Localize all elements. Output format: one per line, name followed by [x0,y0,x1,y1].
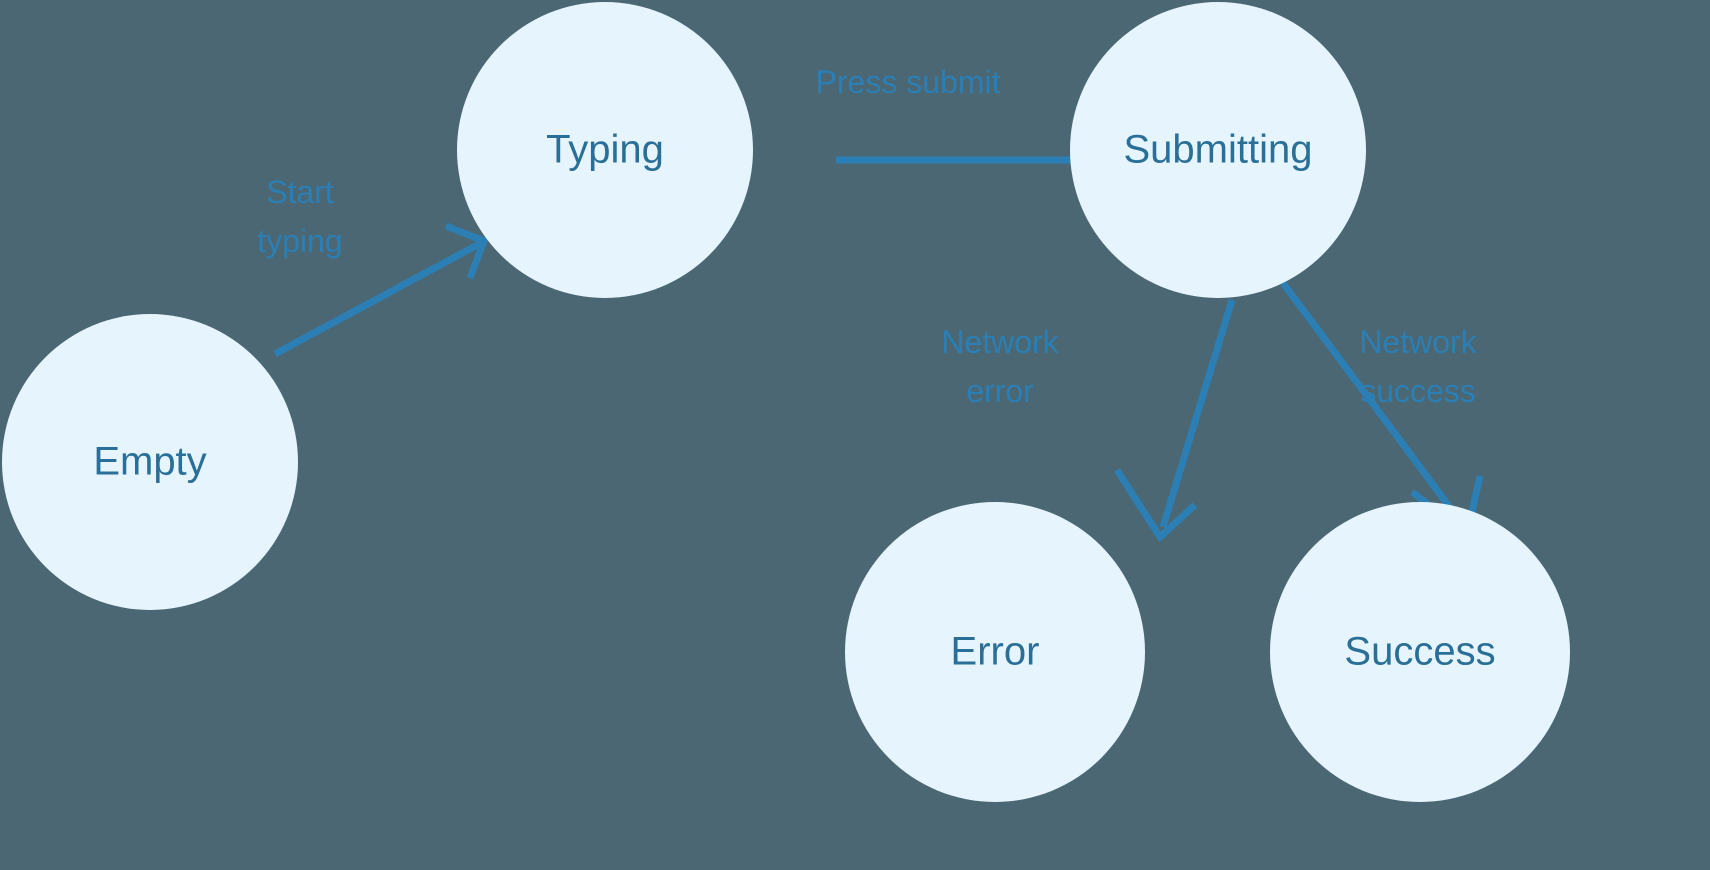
edge-submitting-to-success-line [1280,280,1466,528]
state-node-error-circle[interactable] [845,502,1145,802]
edge-submitting-to-error-line [1159,298,1236,529]
edge-label-start-typing-line-1: Start [266,174,334,210]
edge-submitting-to-error [1114,298,1236,543]
state-node-success-label: Success [1344,630,1495,674]
state-node-typing-circle[interactable] [457,2,753,298]
state-node-success-circle[interactable] [1270,502,1570,802]
state-node-typing-label: Typing [546,128,664,172]
edge-label-press-submit-line-1: Press submit [816,64,1001,100]
edge-label-network-error-line-1: Network [941,324,1059,360]
state-node-empty[interactable]: Empty [2,314,298,610]
edge-label-network-success-line-2: success [1360,373,1476,409]
state-node-error-label: Error [951,630,1040,674]
edge-empty-to-typing [273,222,489,358]
edge-empty-to-typing-arrowhead [444,222,489,280]
edge-submitting-to-error-arrowhead [1114,468,1198,543]
edge-label-start-typing: Start typing [257,174,342,259]
edge-label-press-submit: Press submit [816,64,1001,100]
edge-label-network-success-line-1: Network [1359,324,1477,360]
state-node-typing[interactable]: Typing [457,2,753,298]
state-node-submitting-circle[interactable] [1070,2,1366,298]
edge-label-network-success: Network success [1359,324,1477,409]
edge-empty-to-typing-line [273,239,483,358]
edge-label-network-error: Network error [941,324,1059,409]
state-node-submitting[interactable]: Submitting [1070,2,1366,298]
state-node-success[interactable]: Success [1270,502,1570,802]
edge-label-network-error-line-2: error [966,373,1034,409]
state-node-empty-label: Empty [93,440,206,484]
state-node-empty-circle[interactable] [2,314,298,610]
edge-label-start-typing-line-2: typing [257,223,342,259]
state-node-error[interactable]: Error [845,502,1145,802]
state-node-submitting-label: Submitting [1124,128,1313,172]
